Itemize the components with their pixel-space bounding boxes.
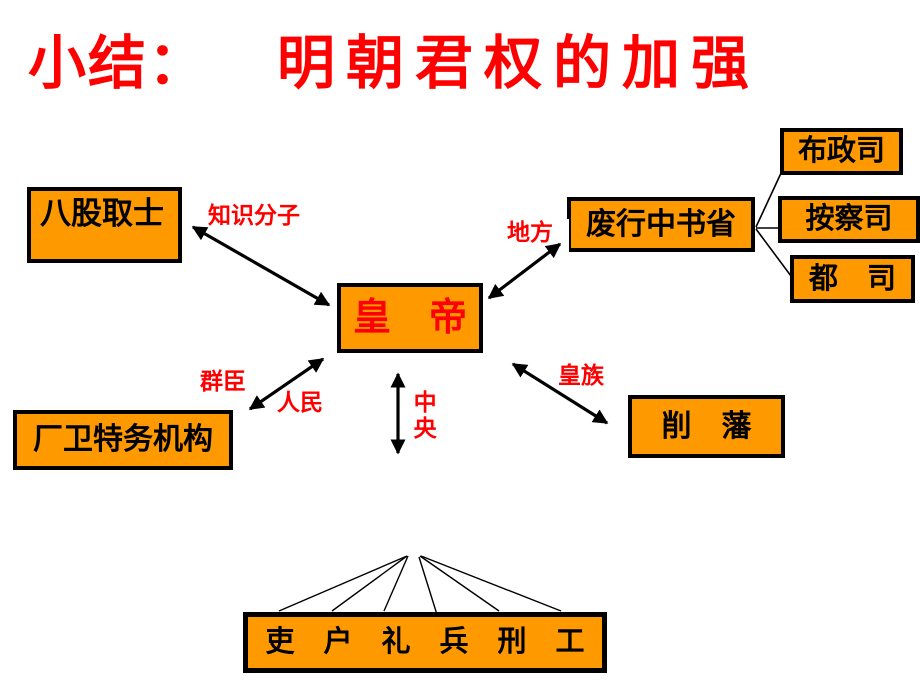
label-zhishifenzi: 知识分子: [208, 202, 300, 228]
node-feixing-zhongshusheng: 废行中书省: [567, 197, 755, 252]
label-huangzu: 皇族: [558, 362, 604, 388]
node-six-ministries: 吏 户 礼 兵 刑 工: [243, 612, 607, 673]
node-dusi: 都 司: [790, 255, 915, 303]
label-zhongyang: 中央: [410, 390, 437, 442]
label-qunchen: 群臣: [200, 368, 246, 394]
node-bagu-qushi: 八股取士: [27, 187, 182, 263]
node-emperor: 皇 帝: [337, 283, 483, 353]
label-difang: 地方: [507, 219, 553, 245]
node-xiaofan: 削 藩: [628, 395, 785, 458]
connector-fan-gong: [420, 555, 562, 612]
node-changwei-tewu: 厂卫特务机构: [13, 410, 233, 470]
white-corner-artifact: [567, 219, 584, 258]
connector-fan-xing: [419, 555, 500, 612]
arrow-emperor-feixing: [487, 242, 562, 300]
label-renmin: 人民: [277, 389, 323, 415]
connector-fan-li: [278, 555, 408, 612]
slide-title-main: 明朝君权的加强: [277, 31, 761, 96]
connector-fan-hu: [331, 555, 408, 612]
slide-title-prefix: 小结：: [28, 31, 209, 96]
connector-fan-liy: [383, 555, 409, 612]
arrow-emperor-bagu: [191, 225, 331, 307]
node-buzhengsi: 布政司: [780, 128, 903, 175]
node-anchasi: 按察司: [778, 196, 920, 243]
